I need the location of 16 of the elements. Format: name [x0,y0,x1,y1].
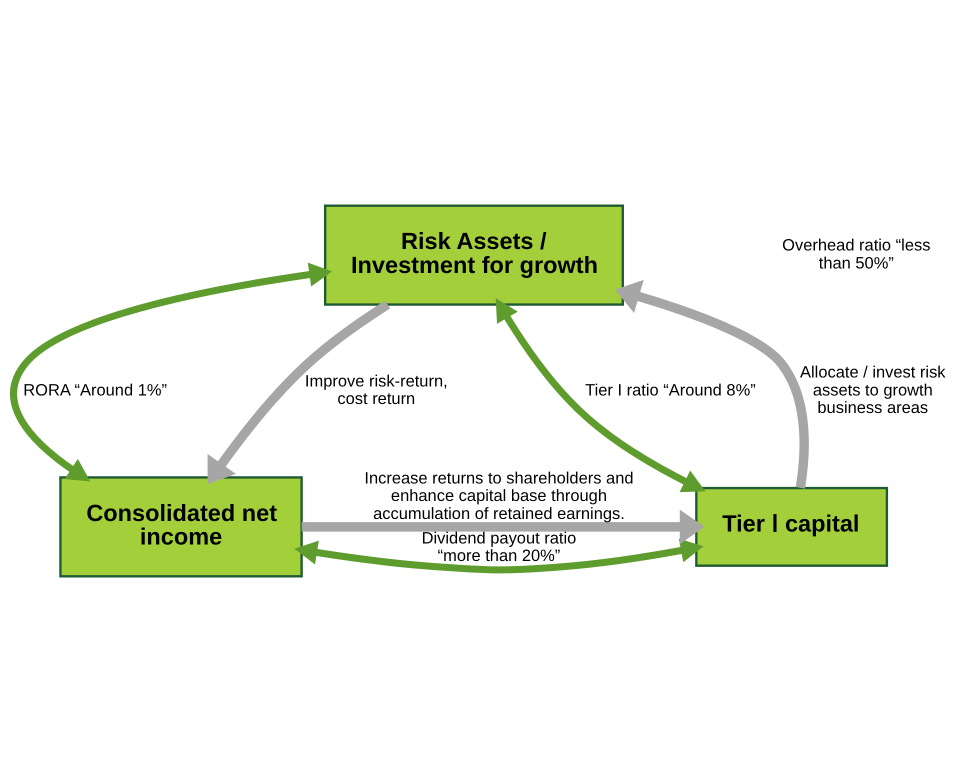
arrow [496,298,706,492]
edge-label: Dividend payout ratio “more than 20%” [422,529,576,565]
edge-label: Increase returns to shareholders and enhance capital base through accumulation of retained earnings. [364,469,634,522]
edge-label: Improve risk-return, cost return [304,372,448,408]
edge-label: Allocate / invest risk assets to growth business areas [800,363,946,416]
arrow [302,509,704,544]
edge-label: RORA “Around 1%” [23,380,167,399]
node-box: Consolidated net income [59,476,303,577]
arrow [208,300,390,484]
node-box: Risk Assets / Investment for growth [324,204,624,306]
arrow [615,279,809,488]
arrow [10,262,332,482]
node-box: Tier Ⅰ capital [695,486,888,566]
edge-label: Tier I ratio “Around 8%” [585,380,756,399]
label: Overhead ratio “less than 50%” [782,236,930,272]
arrow [294,538,704,573]
